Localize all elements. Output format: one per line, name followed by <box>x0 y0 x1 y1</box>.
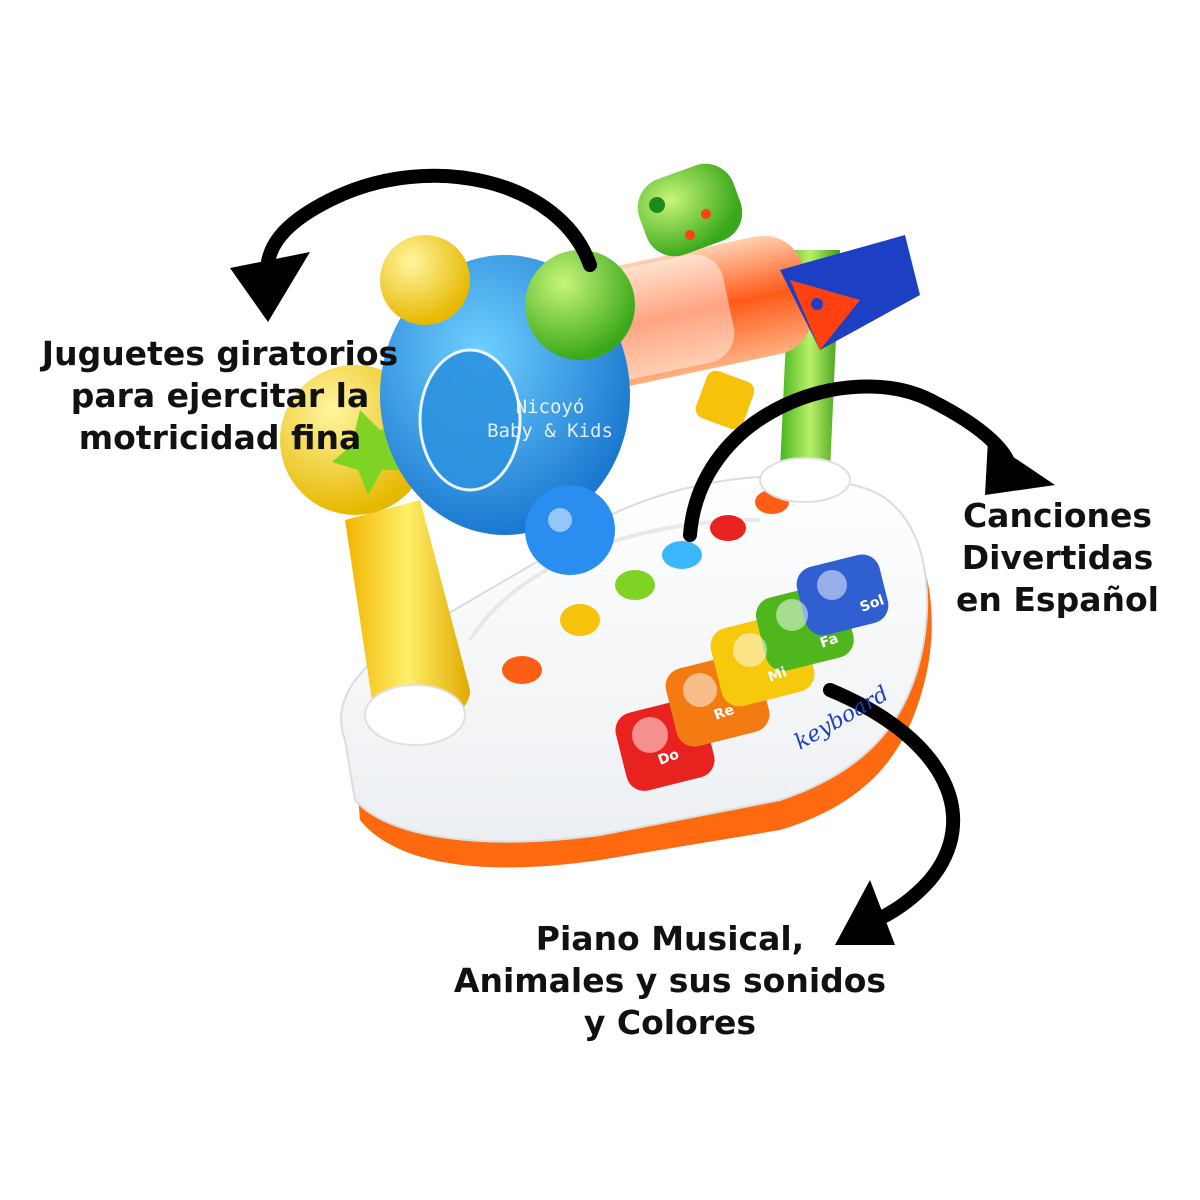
watermark-line: Nicoyó <box>515 396 585 418</box>
piano-keys <box>615 554 889 791</box>
caption-spinning-toys: Juguetes giratorios para ejercitar la mo… <box>30 333 410 459</box>
caption-songs: Canciones Divertidas en Español <box>935 495 1180 621</box>
caption-line: Divertidas <box>961 538 1154 577</box>
key-label: Mi <box>766 664 789 685</box>
blue-wheel <box>380 235 635 575</box>
key-label: Fa <box>818 630 841 651</box>
caption-line: motricidad fina <box>78 418 362 457</box>
caption-line: Canciones <box>962 496 1153 535</box>
watermark-line: Baby & Kids <box>487 420 613 442</box>
key-label: Sol <box>858 592 886 615</box>
caption-line: Piano Musical, <box>535 919 805 958</box>
caption-piano: Piano Musical, Animales y sus sonidos y … <box>430 918 910 1044</box>
watermark: Nicoyó Baby & Kids <box>470 395 630 443</box>
arrow-right <box>683 379 1055 542</box>
caption-line: y Colores <box>583 1003 757 1042</box>
key-label: Re <box>712 702 737 724</box>
caption-line: Juguetes giratorios <box>41 334 399 373</box>
caption-line: en Español <box>956 580 1159 619</box>
caption-line: para ejercitar la <box>70 376 370 415</box>
arrow-bottom <box>823 683 960 945</box>
key-label: Do <box>656 746 682 768</box>
caption-line: Animales y sus sonidos <box>453 961 887 1000</box>
arrow-left <box>230 168 597 322</box>
